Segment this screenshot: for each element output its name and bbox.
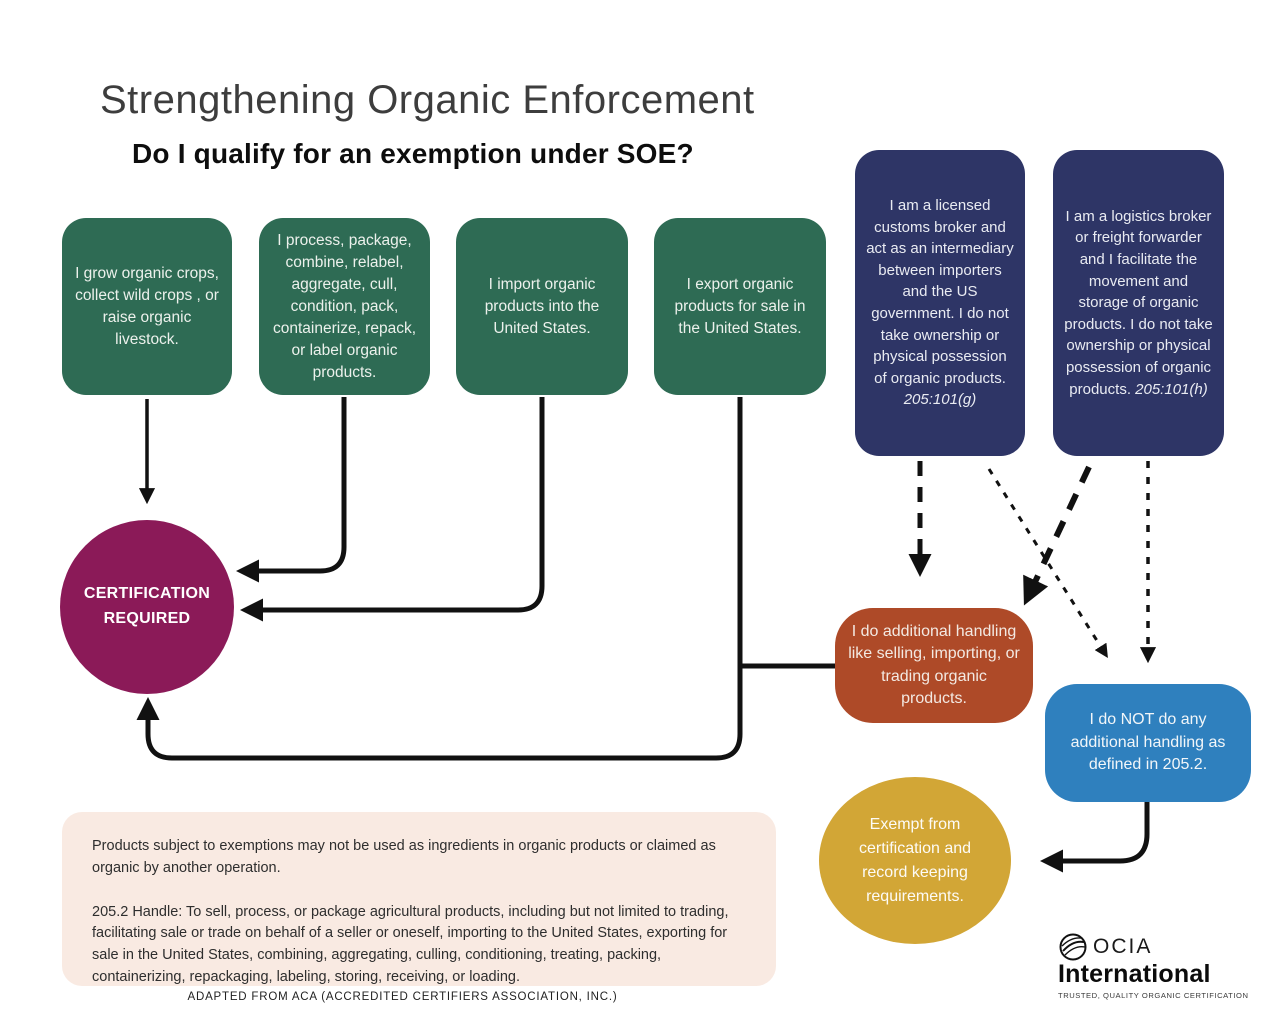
node-grow-crops: I grow organic crops, collect wild crops… <box>62 218 232 395</box>
ocia-logo-acronym: OCIA <box>1093 935 1153 958</box>
node-customs-broker-text: I am a licensed customs broker and act a… <box>866 197 1014 387</box>
node-logistics-broker-label: I am a logistics broker or freight forwa… <box>1063 206 1214 400</box>
exemption-notes: Products subject to exemptions may not b… <box>62 812 776 986</box>
exemption-note-ingredients: Products subject to exemptions may not b… <box>92 838 716 876</box>
node-process-package-label: I process, package, combine, relabel, ag… <box>272 231 417 381</box>
ocia-logo-name: International <box>1058 960 1211 988</box>
node-process-package: I process, package, combine, relabel, ag… <box>259 218 430 395</box>
arrow-process-to-certification <box>236 397 347 583</box>
page-title: Strengthening Organic Enforcement <box>100 78 755 122</box>
exemption-note-205-2-handle: 205.2 Handle: To sell, process, or packa… <box>92 903 729 985</box>
ocia-logo-tagline: TRUSTED, QUALITY ORGANIC CERTIFICATION <box>1058 991 1249 1000</box>
node-additional-handling-label: I do additional handling like selling, i… <box>848 622 1020 707</box>
node-exempt-label: Exempt from certification and record kee… <box>858 815 972 905</box>
node-certification-required-label: CERTIFICATION REQUIRED <box>83 585 211 627</box>
source-credit: ADAPTED FROM ACA (ACCREDITED CERTIFIERS … <box>187 991 618 1003</box>
node-logistics-broker-citation: 205:101(h) <box>1135 380 1208 398</box>
node-logistics-broker: I am a logistics broker or freight forwa… <box>1053 150 1224 456</box>
page-subtitle: Do I qualify for an exemption under SOE? <box>132 138 694 169</box>
node-import-products: I import organic products into the Unite… <box>456 218 628 395</box>
dashed-arrow-customs-to-no-handling <box>987 468 1108 659</box>
dashed-arrow-logistics-to-handling <box>1023 465 1092 606</box>
node-no-additional-handling: I do NOT do any additional handling as d… <box>1045 684 1251 802</box>
node-export-products: I export organic products for sale in th… <box>654 218 826 395</box>
arrow-no-handling-to-exempt <box>1040 801 1150 873</box>
ocia-globe-icon <box>1059 933 1087 961</box>
node-no-additional-handling-label: I do NOT do any additional handling as d… <box>1070 711 1226 774</box>
node-import-products-label: I import organic products into the Unite… <box>484 275 600 337</box>
node-customs-broker-citation: 205:101(g) <box>903 391 977 409</box>
ocia-logo-row: OCIA <box>1058 932 1152 962</box>
arrow-import-to-certification <box>240 397 545 622</box>
node-logistics-broker-text: I am a logistics broker or freight forwa… <box>1064 207 1213 398</box>
node-customs-broker: I am a licensed customs broker and act a… <box>855 150 1025 456</box>
node-certification-required: CERTIFICATION REQUIRED <box>60 520 234 694</box>
node-grow-crops-label: I grow organic crops, collect wild crops… <box>75 264 219 348</box>
node-exempt: Exempt from certification and record kee… <box>819 777 1011 944</box>
ocia-logo: OCIA International TRUSTED, QUALITY ORGA… <box>1058 932 1249 1000</box>
arrow-export-loop-to-certification <box>136 397 743 761</box>
node-export-products-label: I export organic products for sale in th… <box>674 275 806 337</box>
node-customs-broker-label: I am a licensed customs broker and act a… <box>865 195 1015 411</box>
node-additional-handling: I do additional handling like selling, i… <box>835 608 1033 723</box>
